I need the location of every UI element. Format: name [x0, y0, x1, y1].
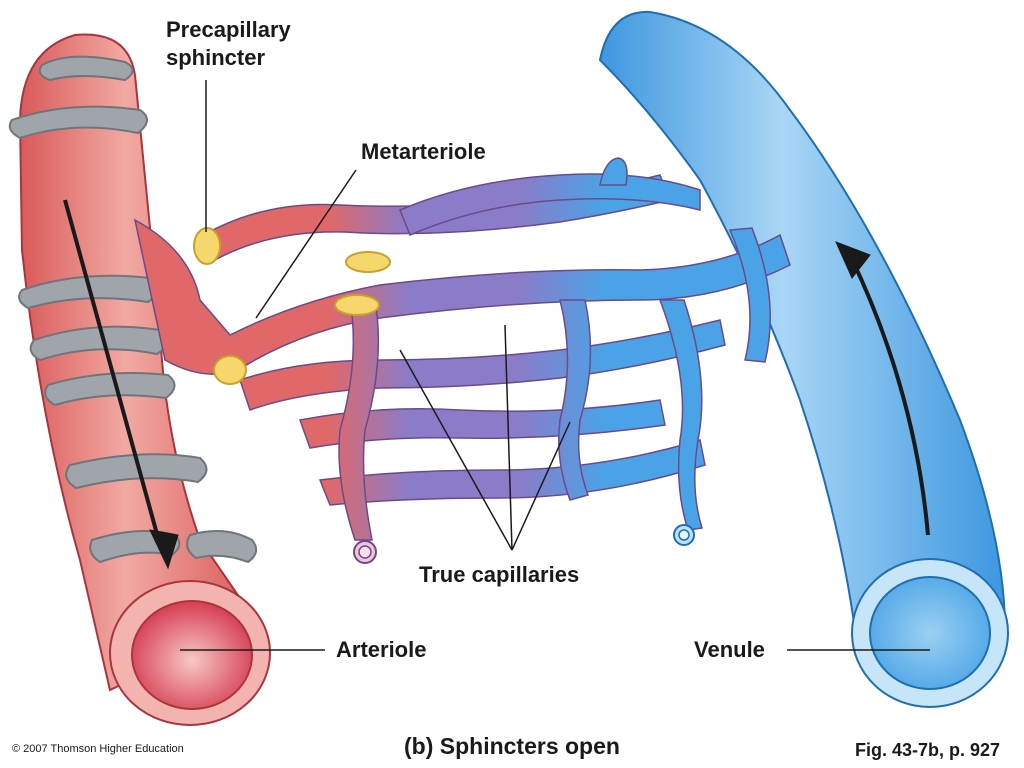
- leader-true-cap-3: [511, 421, 571, 551]
- label-precapillary-line2: sphincter: [166, 45, 266, 70]
- sphincter-upper: [193, 227, 221, 265]
- precapillary-sphincters: [193, 227, 391, 385]
- label-venule: Venule: [694, 637, 765, 662]
- label-precapillary-line1: Precapillary: [166, 17, 291, 42]
- sphincter-lower: [213, 355, 247, 385]
- leader-metarteriole: [255, 169, 357, 319]
- arteriole-arrowhead: [149, 529, 179, 570]
- blood-flow-arrows: [63, 199, 930, 570]
- leader-true-cap-1: [399, 349, 513, 551]
- figure-reference: Fig. 43-7b, p. 927: [855, 740, 1001, 760]
- copyright-notice: © 2007 Thomson Higher Education: [12, 743, 184, 755]
- label-metarteriole: Metarteriole: [361, 139, 486, 164]
- label-arteriole: Arteriole: [336, 637, 427, 662]
- figure-caption: (b) Sphincters open: [404, 733, 620, 759]
- sphincter-middle-top: [345, 251, 391, 273]
- capillary-network: [133, 157, 791, 541]
- arteriole-flow-arrow: [63, 199, 162, 546]
- leader-true-cap-2: [504, 324, 513, 551]
- venule: [598, 10, 1009, 708]
- smooth-muscle-bands: [8, 55, 258, 564]
- label-precapillary-sphincter: Precapillary sphincter: [166, 16, 291, 72]
- sphincter-middle-bottom: [334, 294, 380, 316]
- venule-arrowhead: [835, 241, 871, 279]
- capillary-ends: [353, 524, 695, 564]
- label-true-capillaries: True capillaries: [419, 562, 580, 587]
- arteriole: [18, 33, 271, 726]
- leader-lines: [180, 80, 930, 651]
- venule-flow-arrow: [848, 254, 930, 536]
